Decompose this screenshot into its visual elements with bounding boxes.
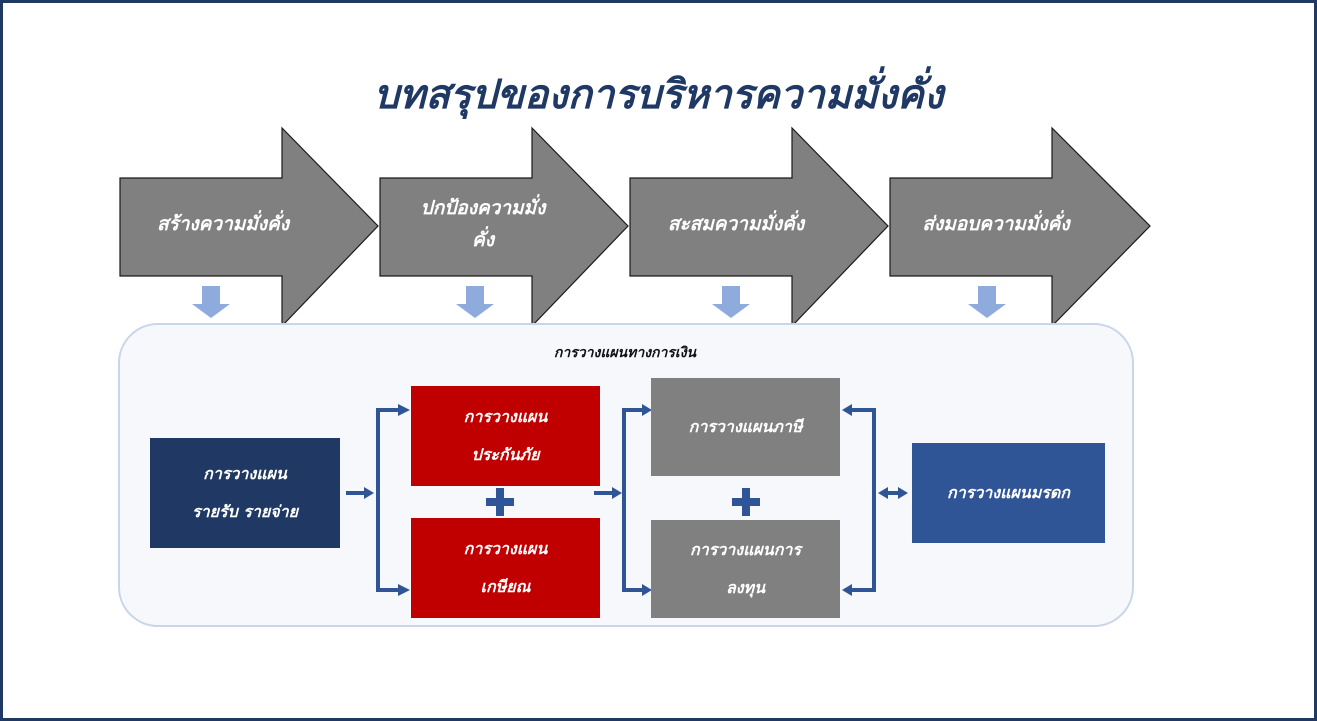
arrowhead-estate: [878, 487, 888, 499]
arrowhead-investment-left: [842, 584, 852, 596]
down-arrow-4: [968, 286, 1006, 318]
step-label-4: ส่งมอบความมั่งคั่ง: [922, 213, 1070, 235]
down-arrow-2: [456, 286, 494, 318]
step-arrow-2: [379, 126, 629, 328]
plus-icon-right: [732, 488, 760, 516]
step-label-2: ปกป้องความมั่งคั่ง: [420, 197, 546, 251]
down-arrow-3: [712, 286, 750, 318]
down-arrows: [192, 286, 1006, 318]
down-arrow-1: [192, 286, 230, 318]
step-arrow-3: [629, 126, 889, 328]
retirement-planning-box: การวางแผน เกษียณ: [411, 518, 600, 618]
bracket-right: [852, 408, 876, 592]
step-arrow-4: [889, 126, 1151, 328]
step-label-1: สร้างความมั่งคั่ง: [156, 213, 290, 235]
slide-title: บทสรุปของการบริหารความมั่งคั่ง: [373, 72, 944, 118]
income-expense-planning-box: การวางแผน รายรับ รายจ่าย: [150, 438, 340, 548]
arrowhead-tax-left: [842, 404, 852, 416]
arrowhead-income: [364, 487, 374, 499]
panel-title: การวางแผนทางการเงิน: [553, 345, 697, 361]
tax-planning-box: การวางแผนภาษี: [651, 378, 840, 476]
arrowhead-middle: [612, 487, 622, 499]
estate-planning-box: การวางแผนมรดก: [912, 443, 1105, 543]
investment-planning-box: การวางแผนการ ลงทุน: [651, 520, 840, 618]
arrowhead-insurance: [398, 404, 410, 416]
step-arrow-1: [119, 126, 379, 328]
bracket-middle: [622, 408, 642, 592]
arrowhead-estate-right: [898, 487, 908, 499]
bracket-left: [376, 408, 398, 592]
arrowhead-investment: [642, 584, 652, 596]
plus-icon-left: [486, 488, 514, 516]
arrowhead-tax: [642, 404, 652, 416]
step-label-3: สะสมความมั่งคั่ง: [667, 213, 805, 235]
insurance-planning-box: การวางแผน ประกันภัย: [411, 386, 600, 486]
arrowhead-retirement: [398, 584, 410, 596]
